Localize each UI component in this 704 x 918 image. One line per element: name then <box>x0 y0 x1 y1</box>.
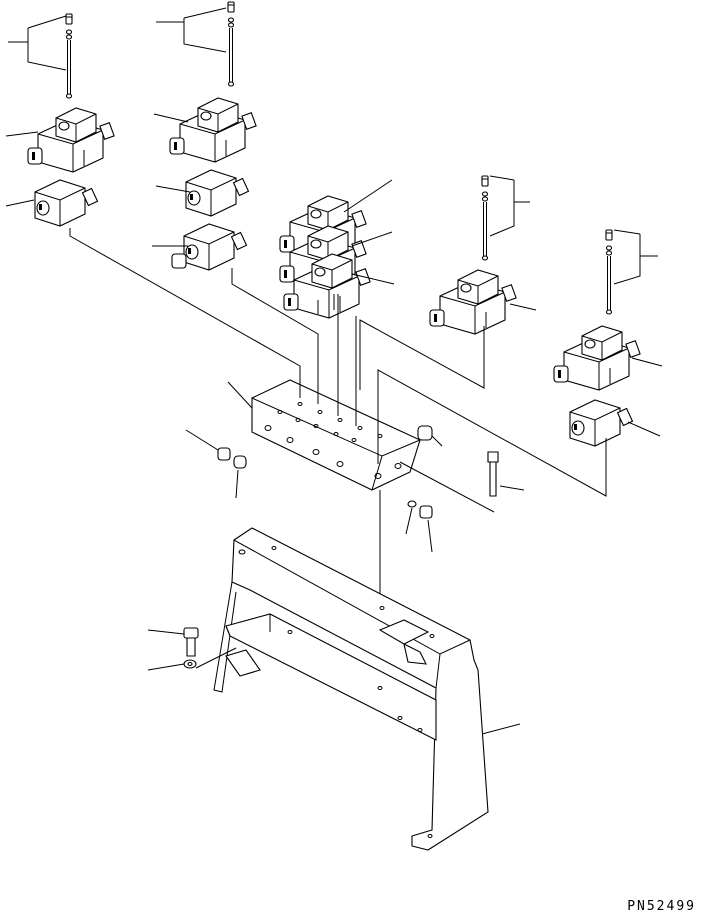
solenoid-valve-top-center <box>154 97 257 163</box>
o-ring-and-elbow <box>406 501 432 552</box>
manifold-block <box>228 380 420 490</box>
solenoid-valve-right-upper <box>429 269 536 335</box>
pin-part-top-left <box>8 13 73 99</box>
solenoid-valve-right-lower <box>553 325 662 391</box>
drawing-code: PN52499 <box>627 899 696 914</box>
mounting-bracket <box>214 528 520 850</box>
coil-left <box>6 179 99 227</box>
coil-center-lower <box>152 223 248 271</box>
pin-part-top-center <box>156 1 235 87</box>
valve-stack-center <box>279 180 394 319</box>
pin-part-right-lower <box>605 229 658 315</box>
bracket-washer <box>148 648 236 670</box>
fitting-left-lower <box>234 456 246 498</box>
coil-right <box>569 399 660 447</box>
fitting-left <box>186 430 230 460</box>
bracket-bolt <box>148 628 198 656</box>
plug-right <box>418 426 442 446</box>
bolt-right <box>488 452 524 496</box>
solenoid-valve-top-left <box>6 107 115 173</box>
coil-center-upper <box>156 169 250 217</box>
assembly-lines <box>70 228 606 600</box>
pin-part-right-upper <box>481 175 530 261</box>
